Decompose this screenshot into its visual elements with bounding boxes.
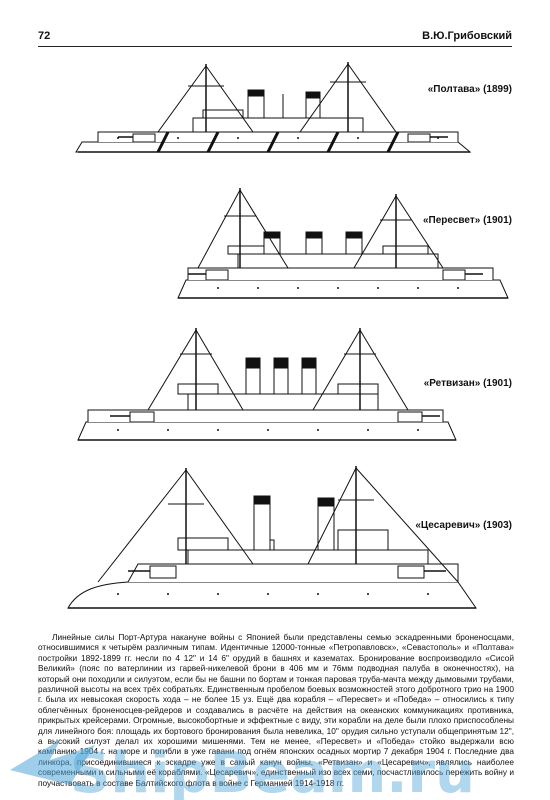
ship-label: «Пересвет» (1901) xyxy=(423,215,512,226)
ship-drawing-peresvet: «Пересвет» (1901) xyxy=(38,180,512,320)
page-number: 72 xyxy=(38,30,51,42)
ship-drawing-retvizan: «Ретвизан» (1901) xyxy=(38,322,512,452)
article-text: Линейные силы Порт-Артура накануне войны… xyxy=(38,632,514,788)
page-header: 72 В.Ю.Грибовский xyxy=(38,30,512,47)
ship-profile-image xyxy=(67,466,477,609)
paragraph: Линейные силы Порт-Артура накануне войны… xyxy=(38,632,514,788)
ship-profile-image xyxy=(177,188,509,299)
ship-label: «Ретвизан» (1901) xyxy=(423,378,512,389)
ship-label: «Цесаревич» (1903) xyxy=(415,520,512,531)
ship-drawing-poltava: «Полтава» (1899) xyxy=(38,52,512,177)
ship-profile-image xyxy=(75,62,472,153)
ship-drawing-tsesarevich: «Цесаревич» (1903) xyxy=(38,460,512,625)
ship-profile-image xyxy=(77,328,457,441)
author-name: В.Ю.Грибовский xyxy=(422,30,512,42)
ship-label: «Полтава» (1899) xyxy=(427,84,512,95)
